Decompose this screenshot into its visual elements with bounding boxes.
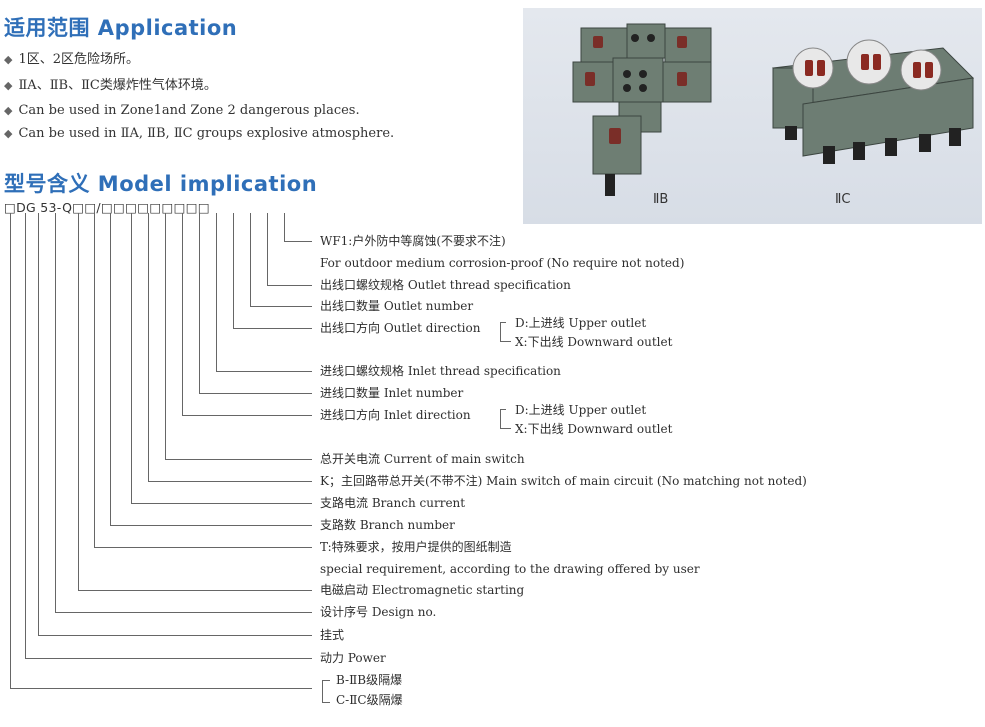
label-electromagnetic: 电磁启动 Electromagnetic starting [320,583,525,597]
leader-line [284,213,312,242]
leader-line [148,213,312,482]
label-outlet-thread: 出线口螺纹规格 Outlet thread specification [320,278,571,292]
leader-line [199,213,312,394]
leader-line [94,213,312,548]
application-title: 适用范围 Application [4,16,238,40]
photo-caption-iib: ⅡB [653,192,669,207]
diamond-bullet-icon: ◆ [4,104,13,117]
label-inlet-thread: 进线口螺纹规格 Inlet thread specification [320,364,561,378]
leader-line [78,213,312,591]
outlet-bracket [500,322,511,342]
leader-line [216,213,312,372]
leader-line [250,213,312,307]
application-bullet: ◆ⅡA、ⅡB、ⅡC类爆炸性气体环境。 [4,78,217,93]
label-wf1: WF1:户外防中等腐蚀(不要求不注) [320,234,506,248]
leader-line [182,213,312,416]
explosion-proof-box-illustration [572,23,975,196]
application-bullet: ◆1区、2区危险场所。 [4,52,140,67]
product-photo: ⅡB ⅡC [523,8,982,224]
leader-line [267,213,312,286]
class-option-c: C-ⅡC级隔爆 [336,693,403,707]
class-option-b: B-ⅡB级隔爆 [336,673,403,687]
label-outdoor: For outdoor medium corrosion-proof (No r… [320,256,685,270]
label-branch-current: 支路电流 Branch current [320,496,466,510]
leader-line [233,213,312,329]
model-title: 型号含义 Model implication [4,172,318,196]
photo-caption-iic: ⅡC [835,192,851,207]
outlet-option-down: X:下出线 Downward outlet [515,335,673,349]
label-design-no: 设计序号 Design no. [320,605,437,619]
leader-line [10,213,312,689]
label-outlet-direction: 出线口方向 Outlet direction [320,321,481,335]
application-bullet: ◆Can be used in Zone1and Zone 2 dangerou… [4,103,360,118]
label-main-switch: K；主回路带总开关(不带不注) Main switch of main circ… [320,474,807,488]
leader-line [25,213,312,659]
label-inlet-direction: 进线口方向 Inlet direction [320,408,471,422]
label-special: T:特殊要求，按用户提供的图纸制造 [320,540,512,554]
leader-line [131,213,312,504]
label-outlet-number: 出线口数量 Outlet number [320,299,474,313]
leader-line [110,213,312,526]
class-bracket [322,680,330,703]
application-bullet: ◆Can be used in ⅡA, ⅡB, ⅡC groups explos… [4,126,395,141]
leader-line [165,213,312,460]
model-code: □DG 53-Q□□/□□□□□□□□□ [4,200,210,215]
leader-line [38,213,312,636]
outlet-option-upper: D:上进线 Upper outlet [515,316,647,330]
inlet-option-down: X:下出线 Downward outlet [515,422,673,436]
inlet-option-upper: D:上进线 Upper outlet [515,403,647,417]
label-special-en: special requirement, according to the dr… [320,562,700,576]
label-branch-number: 支路数 Branch number [320,518,455,532]
label-power: 动力 Power [320,651,386,665]
label-hanging: 挂式 [320,628,345,642]
diamond-bullet-icon: ◆ [4,127,13,140]
diamond-bullet-icon: ◆ [4,79,13,92]
inlet-bracket [500,409,511,429]
leader-line [55,213,312,613]
label-inlet-number: 进线口数量 Inlet number [320,386,464,400]
diamond-bullet-icon: ◆ [4,53,13,66]
label-main-switch-current: 总开关电流 Current of main switch [320,452,525,466]
